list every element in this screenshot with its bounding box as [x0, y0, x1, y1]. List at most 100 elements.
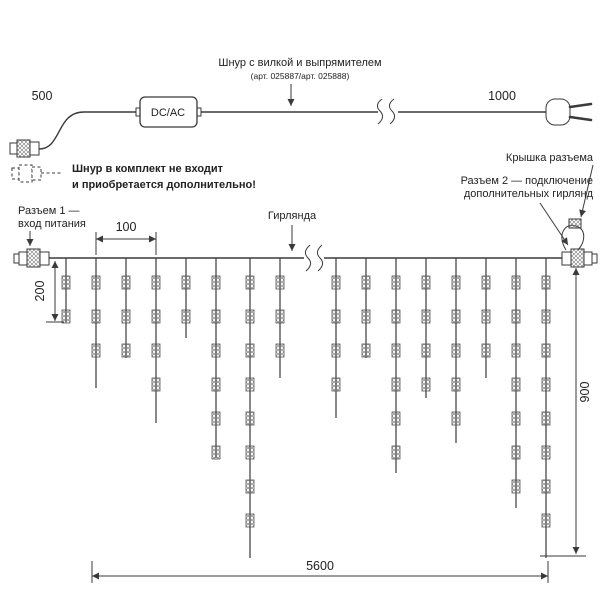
- led-bulb: [91, 343, 101, 358]
- garland-left-connector: [13, 248, 50, 268]
- led-bulb: [421, 309, 431, 324]
- led-bulb: [391, 445, 401, 460]
- led-bulb: [541, 411, 551, 426]
- adapter-label: DC/AC: [151, 107, 185, 119]
- dc-ac-adapter: DC/AC: [135, 96, 202, 128]
- led-bulb: [511, 479, 521, 494]
- connector-body: [29, 141, 40, 156]
- connector-body: [561, 251, 572, 266]
- plug-body: [545, 98, 571, 126]
- led-bulb: [151, 275, 161, 290]
- connector-cover-cap: [568, 218, 582, 229]
- led-bulb: [61, 309, 71, 324]
- adapter-box: [139, 96, 198, 128]
- dim-drop-spacing-value: 100: [116, 220, 137, 234]
- led-bulb: [391, 343, 401, 358]
- led-bulb: [391, 411, 401, 426]
- led-bulb: [421, 275, 431, 290]
- dim-first-drop: 200: [33, 261, 64, 323]
- connector2-arrow: [539, 202, 569, 246]
- led-bulb: [511, 377, 521, 392]
- led-bulb: [245, 309, 255, 324]
- led-bulb: [121, 343, 131, 358]
- plug-pin: [568, 102, 593, 109]
- garland-label: Гирлянда: [268, 210, 317, 222]
- led-bulb: [211, 343, 221, 358]
- led-bulb: [211, 411, 221, 426]
- led-bulb: [481, 275, 491, 290]
- led-bulb: [541, 513, 551, 528]
- connector1-label-line2: вход питания: [18, 218, 86, 230]
- cord-break-mark: [388, 98, 396, 125]
- connector-grip: [570, 248, 585, 268]
- connector1-label-line1: Разъем 1 —: [18, 205, 80, 217]
- led-bulb: [91, 275, 101, 290]
- connector2-label-line2: дополнительных гирлянд: [464, 188, 594, 200]
- connector-tip: [591, 253, 598, 264]
- led-bulb: [541, 309, 551, 324]
- led-bulb: [331, 343, 341, 358]
- led-bulb: [181, 309, 191, 324]
- led-bulb: [541, 377, 551, 392]
- dim-max-drop: 900: [540, 268, 592, 557]
- led-bulb: [151, 377, 161, 392]
- led-bulb: [541, 275, 551, 290]
- dim-cord-right: 1000: [488, 89, 516, 103]
- led-bulb: [391, 377, 401, 392]
- led-bulb: [541, 479, 551, 494]
- cord-note-line2: (арт. 025887/арт. 025888): [251, 71, 350, 81]
- led-bulb: [275, 275, 285, 290]
- led-bulb: [211, 309, 221, 324]
- led-bulb: [331, 309, 341, 324]
- cord-left-segment: [38, 111, 140, 150]
- led-bulb: [511, 275, 521, 290]
- led-bulb: [61, 275, 71, 290]
- led-bulb: [361, 275, 371, 290]
- led-bulb: [91, 309, 101, 324]
- led-bulb: [245, 445, 255, 460]
- led-bulb: [245, 275, 255, 290]
- led-bulb: [451, 275, 461, 290]
- dim-max-drop-value: 900: [578, 382, 592, 403]
- led-bulb: [541, 445, 551, 460]
- led-bulb: [211, 445, 221, 460]
- connector-tip: [13, 253, 20, 264]
- led-bulb: [511, 343, 521, 358]
- led-bulb: [275, 309, 285, 324]
- cord-break-mark: [376, 98, 384, 125]
- dim-drop-spacing: 100: [95, 220, 157, 255]
- garland-drops: [61, 258, 551, 558]
- led-bulb: [481, 343, 491, 358]
- cord-note-line1: Шнур с вилкой и выпрямителем: [218, 57, 381, 69]
- dim-total-length-value: 5600: [306, 559, 334, 573]
- led-bulb: [511, 445, 521, 460]
- warning-line2: и приобретается дополнительно!: [72, 179, 256, 191]
- led-bulb: [121, 309, 131, 324]
- plug-pin: [568, 115, 593, 122]
- connector2-label-line1: Разъем 2 — подключение: [461, 175, 593, 187]
- led-bulb: [245, 479, 255, 494]
- led-bulb: [421, 343, 431, 358]
- connector-body: [18, 251, 28, 266]
- garland-right-connector: [561, 218, 598, 268]
- cover-arrow: [579, 164, 594, 218]
- warning-line1: Шнур в комплект не входит: [72, 163, 224, 175]
- cover-label: Крышка разъема: [506, 152, 594, 164]
- led-bulb: [451, 309, 461, 324]
- connector-grip: [16, 139, 31, 158]
- led-bulb: [211, 377, 221, 392]
- connector-body: [39, 251, 50, 266]
- led-bulb: [421, 377, 431, 392]
- led-bulb: [451, 377, 461, 392]
- led-bulb: [245, 377, 255, 392]
- led-bulb: [151, 343, 161, 358]
- led-bulb: [245, 343, 255, 358]
- optional-cord-connector: [11, 164, 62, 183]
- mains-plug-icon: [545, 98, 593, 126]
- dashed-connector-body: [31, 166, 42, 181]
- dashed-connector-tip: [11, 167, 20, 180]
- led-bulb: [245, 411, 255, 426]
- led-bulb: [391, 309, 401, 324]
- cover-cable-loop: [561, 224, 585, 251]
